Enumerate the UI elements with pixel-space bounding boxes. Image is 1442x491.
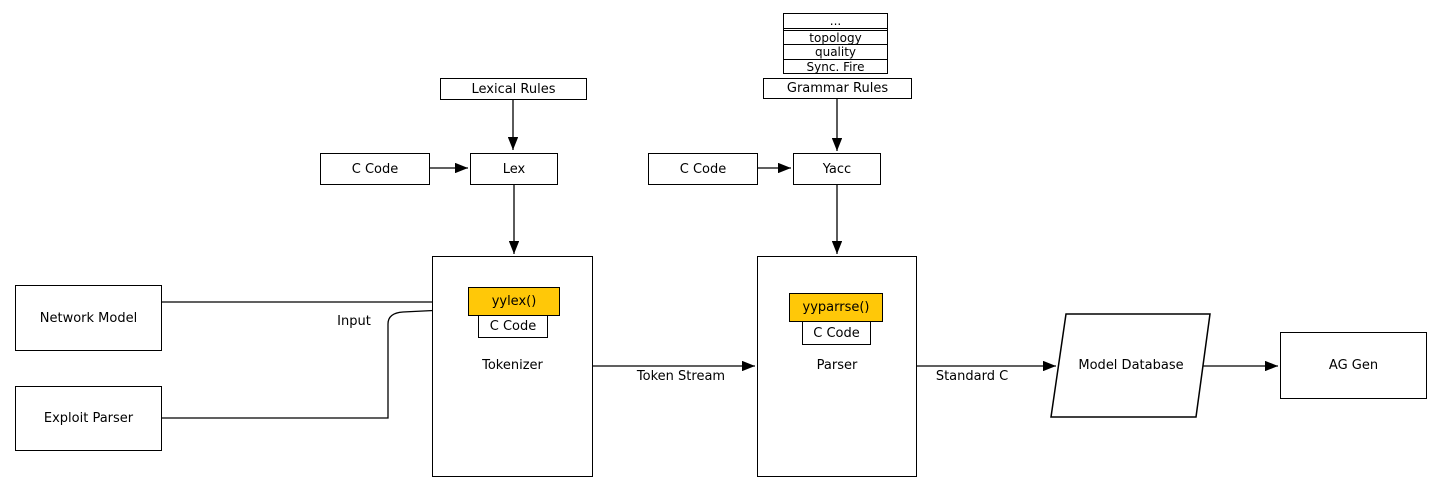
lexical-rules-node: Lexical Rules <box>440 78 587 100</box>
tokenizer-c-code-node: C Code <box>478 315 548 338</box>
yylex-function-node: yylex() <box>468 287 560 316</box>
stack-item-topology: topology <box>784 31 887 45</box>
lex-node: Lex <box>470 153 558 185</box>
grammar-rules-node: Grammar Rules <box>763 78 912 99</box>
parser-label: Parser <box>816 358 858 373</box>
grammar-rule-stack: ... topology quality Sync. Fire <box>783 13 888 74</box>
ag-gen-node: AG Gen <box>1280 332 1427 399</box>
edge-exploit-parser-to-yylex <box>162 304 465 419</box>
input-edge-label: Input <box>337 314 371 329</box>
model-database-label: Model Database <box>1078 358 1184 373</box>
stack-item-quality: quality <box>784 45 887 60</box>
token-stream-edge-label: Token Stream <box>636 369 726 384</box>
tokenizer-label: Tokenizer <box>482 358 543 373</box>
standard-c-edge-label: Standard C <box>935 369 1009 384</box>
exploit-parser-node: Exploit Parser <box>15 386 162 451</box>
stack-item-ellipsis: ... <box>784 14 887 31</box>
c-code-yacc-node: C Code <box>648 153 758 185</box>
yyparrse-function-node: yyparrse() <box>789 293 883 322</box>
yacc-node: Yacc <box>793 153 881 185</box>
stack-item-sync-fire: Sync. Fire <box>806 59 865 74</box>
c-code-lex-node: C Code <box>320 153 430 185</box>
network-model-node: Network Model <box>15 285 162 351</box>
parser-c-code-node: C Code <box>802 321 871 345</box>
model-database-node <box>1050 313 1211 418</box>
parser-node <box>757 256 917 477</box>
